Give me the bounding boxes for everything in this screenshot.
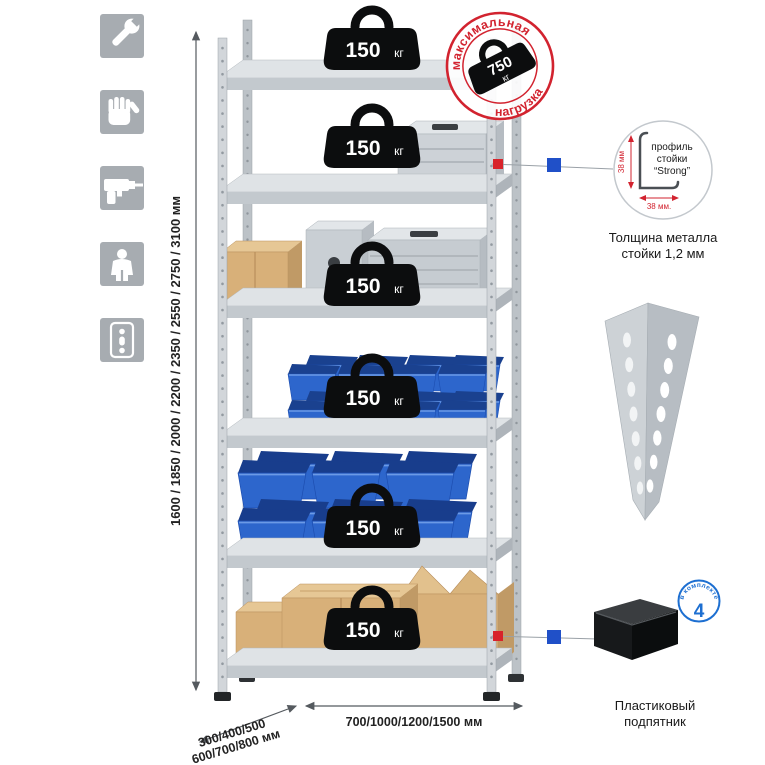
load-weight-2: 150 кг <box>324 108 421 168</box>
load-weight-6: 150 кг <box>324 590 421 650</box>
perforated-profile-icon-tile <box>100 318 144 362</box>
shelving-rack: 150 кг 150 кг 150 кг 150 кг 150 кг 150 к… <box>214 10 524 701</box>
load-weight-1: 150 кг <box>324 10 421 70</box>
load-unit: кг <box>394 46 404 60</box>
marker-blue-top <box>547 158 561 172</box>
person-icon-tile <box>100 242 144 286</box>
profile-dim-horizontal: 38 мм. <box>647 202 671 211</box>
profile-caption-line2: стойки 1,2 мм <box>622 246 705 261</box>
load-unit: кг <box>394 282 404 296</box>
wrench-icon-tile <box>100 14 144 58</box>
drill-icon-tile <box>100 166 144 210</box>
profile-label-2: стойки <box>657 154 688 165</box>
height-dimension: 1600 / 1850 / 2000 / 2200 / 2350 / 2550 … <box>168 30 201 692</box>
load-value: 150 <box>345 39 380 62</box>
load-unit: кг <box>394 144 404 158</box>
profile-detail-circle: 38 мм 38 мм. профиль стойки “Strong” <box>613 120 713 220</box>
load-value: 150 <box>345 387 380 410</box>
kit-badge-value: 4 <box>694 601 705 622</box>
foot-image <box>594 599 678 660</box>
profile-caption-line1: Толщина металла <box>609 230 718 245</box>
width-label: 700/1000/1200/1500 мм <box>346 715 483 729</box>
profile-label-1: профиль <box>651 141 692 153</box>
glove-icon-tile <box>100 90 144 134</box>
max-load-stamp: максимальная нагрузка 750 кг <box>435 0 555 126</box>
marker-blue-bottom <box>547 630 561 644</box>
load-value: 150 <box>345 137 380 160</box>
glove-icon <box>108 97 140 125</box>
load-unit: кг <box>394 524 404 538</box>
load-weight-5: 150 кг <box>324 488 421 548</box>
load-value: 150 <box>345 517 380 540</box>
load-unit: кг <box>394 394 404 408</box>
drill-icon <box>104 179 143 204</box>
marker-red-top <box>493 159 503 169</box>
feature-icons <box>100 14 144 362</box>
profile-caption: Толщина металла стойки 1,2 мм <box>609 230 718 261</box>
connector-top <box>491 158 614 172</box>
load-unit: кг <box>394 626 404 640</box>
kit-badge: в комплекте 4 <box>677 579 721 623</box>
profile-glyph <box>638 131 680 190</box>
perforated-profile-icon <box>109 321 135 359</box>
connector-bottom <box>491 630 599 644</box>
shelf-1 <box>217 59 513 90</box>
foot-caption: Пластиковый подпятник <box>615 698 695 729</box>
post-profile-image <box>604 302 700 522</box>
profile-dim-vertical: 38 мм <box>617 151 626 173</box>
foot-caption-line1: Пластиковый <box>615 698 695 713</box>
foot-caption-line2: подпятник <box>624 714 686 729</box>
load-value: 150 <box>345 619 380 642</box>
profile-label-3: “Strong” <box>654 166 690 177</box>
load-weight-3: 150 кг <box>324 246 421 306</box>
height-dimension-label: 1600 / 1850 / 2000 / 2200 / 2350 / 2550 … <box>168 196 183 526</box>
person-icon <box>111 249 133 282</box>
load-value: 150 <box>345 275 380 298</box>
stamp-load-unit: кг <box>500 71 512 84</box>
width-dimension: 700/1000/1200/1500 мм <box>304 701 524 729</box>
marker-red-bottom <box>493 631 503 641</box>
load-weight-4: 150 кг <box>324 358 421 418</box>
depth-dimension: 300/400/500 600/700/800 мм <box>190 705 298 765</box>
